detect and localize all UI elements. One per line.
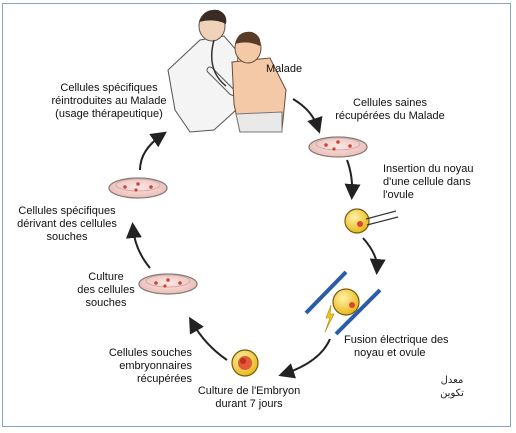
label-stem-cell-culture: Culture des cellules souches [77, 271, 135, 309]
doctor-patient-illustration [167, 9, 287, 133]
label-healthy-cells: Cellules saines récupérées du Malade [335, 97, 445, 122]
cycle-arrows [125, 98, 386, 379]
label-nucleus-insertion: Insertion du noyau d'une cellule dans l'… [383, 163, 474, 201]
petri-dish-healthy-cells [308, 136, 368, 158]
label-electric-fusion: Fusion électrique des noyau et ovule [344, 334, 449, 359]
embryo-cell [231, 349, 259, 377]
label-malade: Malade [266, 63, 303, 75]
ovule-insertion-illustration [344, 208, 399, 234]
petri-dish-stem-cells [138, 273, 198, 295]
label-reintroduced-cells: Cellules spécifiques réintroduites au Ma… [51, 82, 167, 120]
label-specific-cells: Cellules spécifiques dérivant des cellul… [17, 205, 117, 243]
petri-dish-specific-cells [108, 177, 168, 199]
electric-fusion-illustration [304, 270, 382, 336]
label-embryonic-stem-cells: Cellules souches embryonnaires récupérée… [108, 347, 192, 385]
label-embryo-culture: Culture de l'Embryon durant 7 jours [197, 385, 301, 410]
watermark-text: معدل تكوين [440, 375, 464, 399]
